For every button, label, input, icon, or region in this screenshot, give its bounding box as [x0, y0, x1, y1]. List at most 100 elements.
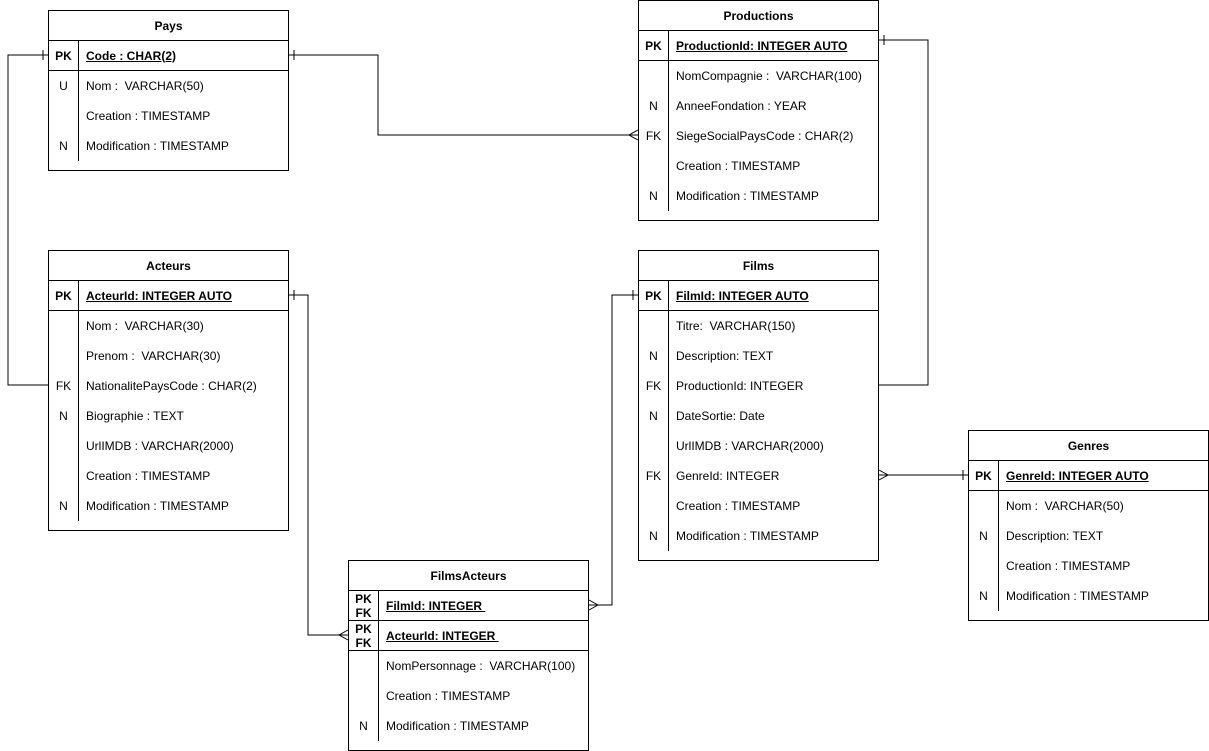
field-row[interactable]: Creation : TIMESTAMP [49, 461, 288, 491]
entity-title: Pays [49, 11, 288, 41]
pk-field: GenreId: INTEGER AUTO [1006, 468, 1149, 483]
key-marker: FK [639, 121, 669, 151]
key-marker: N [639, 181, 669, 211]
key-label: PK [355, 621, 372, 636]
field-text: Nom : VARCHAR(50) [1006, 499, 1124, 513]
field-text: Titre: VARCHAR(150) [676, 319, 796, 333]
relationship-line-acteurs-filmsacteurs [289, 294, 348, 636]
field-text: Description: TEXT [1006, 529, 1104, 543]
field-text: Modification : TIMESTAMP [1006, 589, 1149, 603]
field-text: Description: TEXT [676, 349, 774, 363]
field-text: Biographie : TEXT [86, 409, 184, 423]
field-row[interactable]: UrlIMDB : VARCHAR(2000) [639, 431, 878, 461]
entity-title: Acteurs [49, 251, 288, 281]
field-text: Creation : TIMESTAMP [676, 499, 801, 513]
field-row[interactable]: NomCompagnie : VARCHAR(100) [639, 61, 878, 91]
key-marker [349, 651, 379, 681]
key-marker [639, 311, 669, 341]
key-marker: PK [639, 31, 669, 60]
field-row[interactable]: N Modification : TIMESTAMP [969, 581, 1208, 611]
field-row[interactable]: FK NationalitePaysCode : CHAR(2) [49, 371, 288, 401]
key-marker: N [349, 711, 379, 741]
field-text: Nom : VARCHAR(50) [86, 79, 204, 93]
field-row[interactable]: Creation : TIMESTAMP [639, 491, 878, 521]
field-text: Modification : TIMESTAMP [386, 719, 529, 733]
pk-row[interactable]: PK GenreId: INTEGER AUTO [969, 461, 1208, 491]
field-row[interactable]: UrlIMDB : VARCHAR(2000) [49, 431, 288, 461]
key-marker: U [49, 71, 79, 101]
key-marker: N [969, 581, 999, 611]
field-row[interactable]: Nom : VARCHAR(30) [49, 311, 288, 341]
field-text: Creation : TIMESTAMP [386, 689, 511, 703]
pk-field: ActeurId: INTEGER [386, 628, 499, 643]
key-marker: N [639, 341, 669, 371]
field-row[interactable]: Nom : VARCHAR(50) [969, 491, 1208, 521]
key-marker: N [639, 521, 669, 551]
key-marker: N [969, 521, 999, 551]
key-marker: PK [49, 281, 79, 310]
field-text: Modification : TIMESTAMP [86, 499, 229, 513]
key-marker: PK [49, 41, 79, 70]
field-text: NomCompagnie : VARCHAR(100) [676, 69, 862, 83]
field-row[interactable]: N Description: TEXT [969, 521, 1208, 551]
key-marker [49, 341, 79, 371]
field-row[interactable]: N Modification : TIMESTAMP [349, 711, 588, 741]
field-row[interactable]: Creation : TIMESTAMP [969, 551, 1208, 581]
pk-row[interactable]: PK Code : CHAR(2) [49, 41, 288, 71]
field-text: GenreId: INTEGER [676, 469, 780, 483]
field-row[interactable]: N Modification : TIMESTAMP [49, 491, 288, 521]
pk-field: Code : CHAR(2) [86, 48, 176, 63]
key-marker [49, 431, 79, 461]
field-row[interactable]: Creation : TIMESTAMP [349, 681, 588, 711]
key-marker: N [49, 131, 79, 161]
relationship-line-productions-films [879, 39, 929, 386]
relationship-line-pays-acteurs [7, 54, 48, 386]
key-marker: PK [969, 461, 999, 490]
field-row[interactable]: Creation : TIMESTAMP [639, 151, 878, 181]
field-row[interactable]: Creation : TIMESTAMP [49, 101, 288, 131]
field-text: Creation : TIMESTAMP [86, 109, 211, 123]
field-row[interactable]: Prenom : VARCHAR(30) [49, 341, 288, 371]
key-label: PK [645, 38, 662, 53]
key-marker: N [49, 491, 79, 521]
field-row[interactable]: U Nom : VARCHAR(50) [49, 71, 288, 101]
pk-field: FilmId: INTEGER [386, 598, 486, 613]
key-label: PK [55, 288, 72, 303]
field-row[interactable]: Titre: VARCHAR(150) [639, 311, 878, 341]
key-marker: FK [49, 371, 79, 401]
field-text: Creation : TIMESTAMP [676, 159, 801, 173]
field-text: UrlIMDB : VARCHAR(2000) [86, 439, 234, 453]
pk-row[interactable]: PK ProductionId: INTEGER AUTO [639, 31, 878, 61]
entity-title: FilmsActeurs [349, 561, 588, 591]
field-text: NationalitePaysCode : CHAR(2) [86, 379, 257, 393]
key-marker: N [49, 401, 79, 431]
key-label: FK [355, 605, 372, 620]
key-marker: PK [639, 281, 669, 310]
pk-field: ProductionId: INTEGER AUTO [676, 38, 848, 53]
key-marker: N [639, 401, 669, 431]
field-text: Prenom : VARCHAR(30) [86, 349, 221, 363]
field-row[interactable]: NomPersonnage : VARCHAR(100) [349, 651, 588, 681]
field-row[interactable]: N Biographie : TEXT [49, 401, 288, 431]
key-marker [639, 431, 669, 461]
field-row[interactable]: N Description: TEXT [639, 341, 878, 371]
